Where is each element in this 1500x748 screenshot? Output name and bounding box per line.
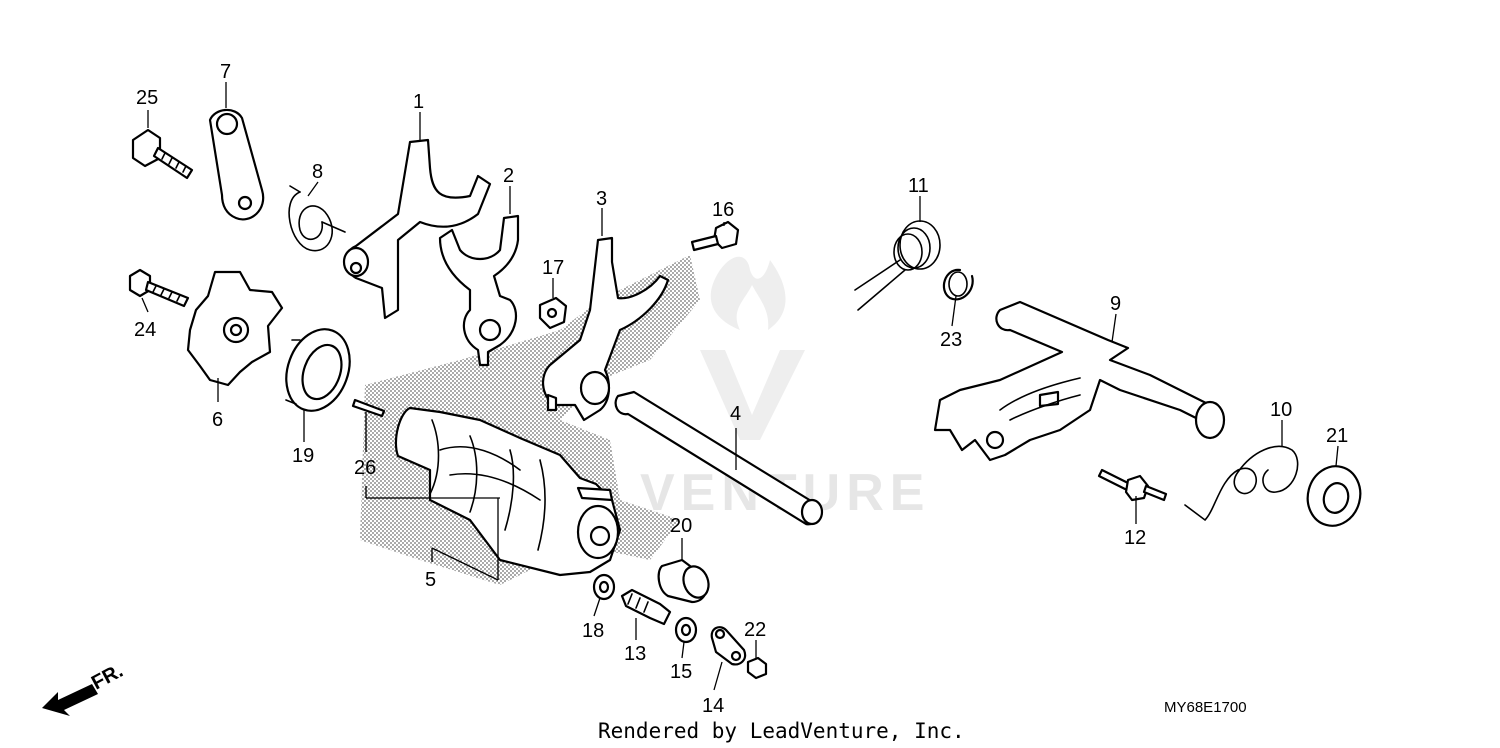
collar-20 [657,558,710,604]
return-spring-10 [1184,445,1299,522]
callout-16: 16 [712,199,734,221]
dowel-pin-26 [351,398,386,418]
shift-fork-3 [542,236,670,422]
callout-24: 24 [134,319,156,341]
callout-11: 11 [908,175,929,197]
callout-23: 23 [940,329,962,351]
shift-drum-center-6 [186,270,284,387]
shift-fork-2 [438,214,520,367]
callout-3: 3 [596,188,607,210]
circlip-23 [942,268,974,301]
front-direction-arrow-icon [42,684,98,716]
callout-17: 17 [542,257,564,279]
shift-drum-5 [394,406,622,577]
bolt-24 [128,268,190,308]
callout-22: 22 [744,619,766,641]
callout-2: 2 [503,165,514,187]
callout-21: 21 [1326,425,1348,447]
drawing-code: MY68E1700 [1164,699,1247,716]
callout-14: 14 [702,695,724,717]
bearing-19 [285,328,351,412]
oil-seal-21 [1306,465,1362,527]
callout-25: 25 [136,87,158,109]
leader-lines [141,82,1339,691]
callout-9: 9 [1110,293,1121,315]
callout-20: 20 [670,515,692,537]
stopper-arm-7 [208,108,265,221]
callout-19: 19 [292,445,314,467]
callout-26: 26 [354,457,376,479]
guide-pin-17 [538,296,568,330]
callout-10: 10 [1270,399,1292,421]
callout-15: 15 [670,661,692,683]
callout-12: 12 [1124,527,1146,549]
bolt-25 [131,128,194,180]
callout-8: 8 [312,161,323,183]
nut-22 [746,656,768,680]
switch-13 [620,588,672,626]
washer-18 [592,573,616,601]
plate-14 [710,626,747,666]
callout-13: 13 [624,643,646,665]
callout-labels: 1 2 3 4 5 6 7 8 9 10 11 12 13 14 15 16 1… [134,61,1348,717]
callout-6: 6 [212,409,223,431]
callout-18: 18 [582,620,604,642]
callout-1: 1 [413,91,424,113]
gearshift-spindle-9 [933,300,1226,462]
callout-4: 4 [730,403,741,425]
callout-7: 7 [220,61,231,83]
bolt-16 [690,220,740,252]
spring-8 [288,185,346,252]
render-credit: Rendered by LeadVenture, Inc. [598,719,965,743]
shift-fork-1 [342,138,492,320]
washer-15 [674,616,698,644]
shift-fork-shaft-4 [614,390,824,526]
watermark-logo [700,256,805,440]
bolt-12 [1097,468,1168,502]
callout-5: 5 [425,569,436,591]
spring-11 [854,220,941,311]
